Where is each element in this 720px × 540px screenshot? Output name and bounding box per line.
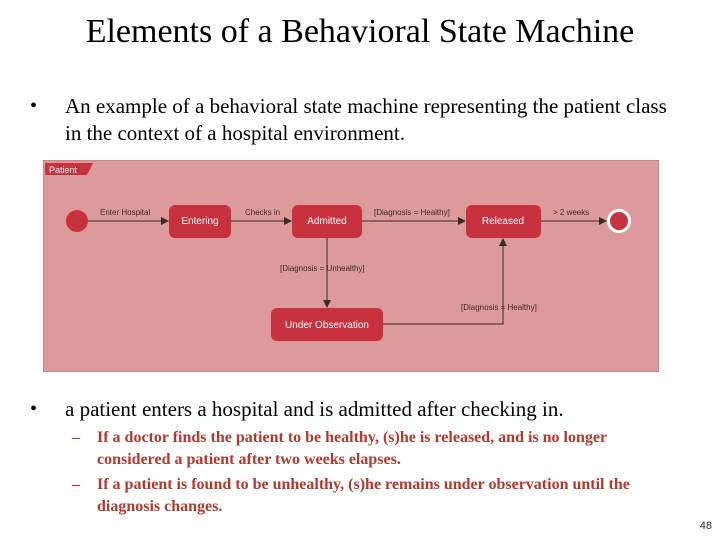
state-admitted xyxy=(292,205,362,238)
transition-enter-hospital-label: Enter Hospital xyxy=(100,208,150,217)
transition-diagnosis-unhealthy-label: [Diagnosis = Unhealthy] xyxy=(280,264,365,273)
bullet-dot: • xyxy=(30,95,38,117)
frame-label-tab xyxy=(45,163,93,175)
bullet-dot: • xyxy=(30,398,38,420)
sub-bullet-unhealthy-text: If a patient is found to be unhealthy, (… xyxy=(97,476,630,515)
transition-diagnosis-healthy-label: [Diagnosis = Healthy] xyxy=(374,208,450,217)
sub-bullet-dash: – xyxy=(72,429,80,446)
bullet-intro: • An example of a behavioral state machi… xyxy=(30,93,680,153)
transition-diagnosis-healthy-2-label: [Diagnosis = Healthy] xyxy=(461,303,537,312)
bullet-intro-text: An example of a behavioral state machine… xyxy=(65,94,667,145)
slide-title: Elements of a Behavioral State Machine xyxy=(85,13,635,50)
initial-node xyxy=(66,210,88,232)
state-machine-svg: Patient Entering Admitted Released Under… xyxy=(43,160,659,372)
state-under-observation-label: Under Observation xyxy=(285,320,369,331)
state-released xyxy=(466,205,541,238)
page-number: 48 xyxy=(699,520,712,532)
transition-diagnosis-healthy-2-line xyxy=(383,238,507,325)
transition-two-weeks-label: > 2 weeks xyxy=(553,208,589,217)
transition-checks-in-label: Checks in xyxy=(245,208,280,217)
sub-bullet-healthy-text: If a doctor finds the patient to be heal… xyxy=(97,429,607,468)
bullet-summary-text: a patient enters a hospital and is admit… xyxy=(65,397,564,421)
frame-label: Patient xyxy=(49,165,78,175)
bullet-summary: • a patient enters a hospital and is adm… xyxy=(30,396,680,424)
state-machine-diagram: Patient Entering Admitted Released Under… xyxy=(43,160,659,372)
state-admitted-label: Admitted xyxy=(307,216,346,227)
sub-bullet-dash: – xyxy=(72,476,80,493)
state-released-label: Released xyxy=(482,216,524,227)
state-entering-label: Entering xyxy=(181,216,218,227)
final-node-inner xyxy=(610,212,628,230)
state-under-observation xyxy=(271,308,383,341)
state-entering xyxy=(169,205,231,238)
